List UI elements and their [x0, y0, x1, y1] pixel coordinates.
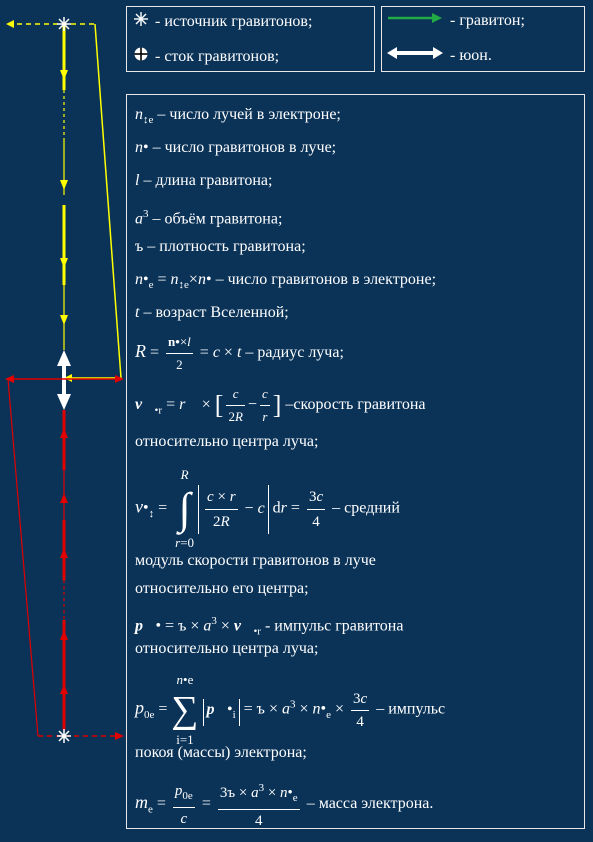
- source-icon: [57, 17, 71, 31]
- red-arrow-5: [60, 684, 68, 694]
- red-arrow-3: [60, 548, 68, 558]
- def-p0-line2: покоя (массы) электрона;: [135, 744, 307, 761]
- sink-crosshair-icon: [133, 46, 149, 67]
- yellow-right-slant: [94, 23, 122, 379]
- def-p-line2: относительно центра луча;: [135, 640, 319, 657]
- red-arrow-4: [60, 630, 68, 640]
- def-rho: ъ – плотность гравитона;: [135, 238, 306, 255]
- def-n-dot: n• – число гравитонов в луче;: [135, 139, 337, 156]
- yellow-arrow-4: [60, 315, 68, 325]
- def-n-ray: n↕e – число лучей в электроне;: [135, 106, 341, 127]
- legend-box-right: [381, 6, 585, 72]
- red-arrow-1: [60, 428, 68, 438]
- yellow-arrow-2: [60, 180, 68, 190]
- yuon-vertical: [57, 350, 71, 410]
- legend-sink: - сток гравитонов;: [133, 46, 279, 67]
- def-t: t – возраст Вселенной;: [135, 304, 289, 321]
- red-bottom-arrowhead: [115, 732, 124, 740]
- legend-yuon: - юон.: [386, 46, 492, 65]
- legend-yuon-label: - юон.: [450, 46, 492, 64]
- yellow-arrow-1: [60, 70, 68, 80]
- yuon-double-arrow-icon: [386, 46, 444, 65]
- legend-graviton: - гравитон;: [386, 11, 525, 30]
- graviton-arrow-icon: [386, 11, 444, 30]
- def-a3: a3 – объём гравитона;: [135, 208, 283, 228]
- def-vavg-line3: относительно его центра;: [135, 580, 309, 597]
- legend-source-label: - источник гравитонов;: [155, 12, 313, 30]
- red-left-arrowhead: [5, 375, 14, 383]
- yellow-left-arrow-at-center: [64, 374, 72, 382]
- def-ne: n•e = n↕e×n• – число гравитонов в электр…: [135, 271, 437, 292]
- legend-graviton-label: - гравитон;: [450, 11, 525, 29]
- source-star-icon: [133, 11, 149, 32]
- red-arrow-2: [60, 493, 68, 503]
- yellow-left-arrowhead: [6, 20, 14, 28]
- red-left-slant: [7, 378, 39, 737]
- def-l: l – длина гравитона;: [135, 172, 273, 189]
- sink-icon-bottom: [57, 729, 71, 743]
- definitions-box: n↕e – число лучей в электроне; n• – числ…: [126, 94, 585, 829]
- legend-source: - источник гравитонов;: [133, 11, 312, 32]
- red-right-arrowhead: [115, 375, 124, 383]
- red-ray-group: [5, 375, 124, 740]
- def-p: p⃗• = ъ × a3 × v⃗•r - импульс гравитона: [135, 615, 404, 638]
- legend-box-left: [126, 6, 375, 72]
- yellow-ray-group: [6, 20, 122, 382]
- legend-sink-label: - сток гравитонов;: [155, 47, 280, 65]
- def-v-line2: относительно центра луча;: [135, 433, 319, 450]
- yellow-arrow-3: [60, 258, 68, 268]
- def-vavg-line2: модуль скорости гравитонов в луче: [135, 552, 376, 569]
